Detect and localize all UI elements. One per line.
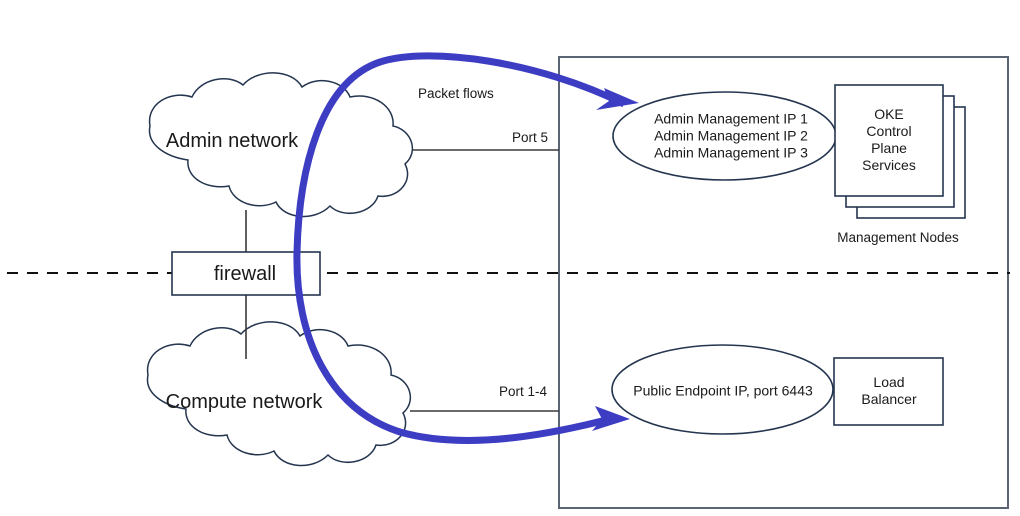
load-balancer-label: Load Balancer — [861, 374, 916, 408]
management-node-box-front — [834, 84, 944, 197]
load-balancer-line-1: Load — [873, 373, 905, 390]
control-plane-label: OKE Control Plane Services — [862, 106, 916, 174]
admin-network-cloud — [148, 72, 414, 218]
public-endpoint-ip-ellipse — [611, 344, 834, 435]
firewall-label: firewall — [213, 262, 277, 285]
admin-management-ip-line-1: Admin Management IP 1 — [654, 110, 808, 127]
load-balancer-box — [833, 357, 944, 426]
management-nodes-caption: Management Nodes — [837, 230, 959, 245]
control-plane-line-2: Control — [866, 122, 912, 139]
control-plane-line-4: Services — [862, 157, 916, 174]
admin-management-ip-list: Admin Management IP 1 Admin Management I… — [654, 110, 808, 161]
compute-network-label: Compute network — [165, 390, 323, 413]
control-plane-line-1: OKE — [874, 105, 904, 122]
admin-port-label: Port 5 — [512, 130, 549, 145]
packet-flow-arrowhead-bottom — [592, 406, 630, 431]
packet-flow-curve — [293, 52, 626, 444]
public-endpoint-label: Public Endpoint IP, port 6443 — [633, 382, 813, 399]
compute-port-label: Port 1-4 — [499, 384, 548, 399]
datacenter-boundary-rect — [558, 56, 1009, 509]
control-plane-line-3: Plane — [871, 140, 907, 156]
admin-management-ip-line-3: Admin Management IP 3 — [654, 144, 808, 161]
packet-flow-arrowhead-top — [596, 88, 639, 110]
packet-flows-label: Packet flows — [418, 86, 494, 101]
load-balancer-line-2: Balancer — [861, 391, 917, 407]
compute-network-cloud — [146, 321, 412, 467]
admin-network-label: Admin network — [165, 129, 299, 152]
admin-management-ip-line-2: Admin Management IP 2 — [654, 127, 808, 144]
